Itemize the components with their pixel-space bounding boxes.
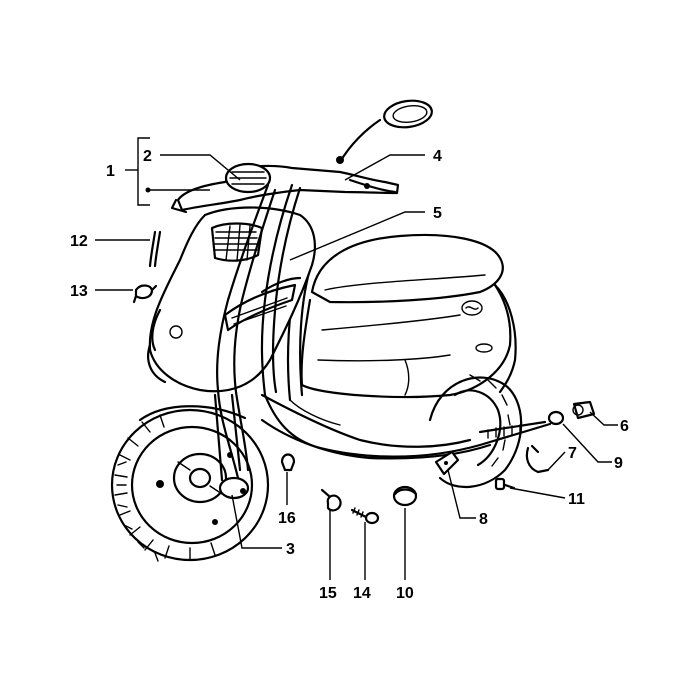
callout-4: 4 bbox=[433, 148, 442, 165]
callout-1: 1 bbox=[106, 163, 115, 180]
body-shell bbox=[260, 233, 517, 460]
scooter-illustration bbox=[110, 99, 596, 562]
front-wheel bbox=[110, 405, 270, 562]
callout-5: 5 bbox=[433, 205, 442, 222]
brake-cables bbox=[216, 183, 552, 500]
leader-lines bbox=[95, 137, 618, 580]
callout-11: 11 bbox=[568, 491, 585, 508]
callout-labels: 1 2 3 4 5 6 7 8 9 10 11 12 13 14 15 16 bbox=[70, 148, 629, 602]
callout-15: 15 bbox=[319, 585, 337, 602]
handlebar bbox=[170, 99, 433, 214]
small-parts bbox=[132, 230, 596, 525]
front-shield bbox=[147, 206, 316, 393]
callout-13: 13 bbox=[70, 283, 88, 300]
rear-wheel bbox=[428, 374, 523, 489]
callout-6: 6 bbox=[620, 418, 629, 435]
callout-9: 9 bbox=[614, 455, 623, 472]
callout-10: 10 bbox=[396, 585, 414, 602]
callout-7: 7 bbox=[568, 445, 577, 462]
callout-8: 8 bbox=[479, 511, 488, 528]
callout-14: 14 bbox=[353, 585, 371, 602]
callout-16: 16 bbox=[278, 510, 296, 527]
callout-3: 3 bbox=[286, 541, 295, 558]
callout-12: 12 bbox=[70, 233, 88, 250]
callout-2: 2 bbox=[143, 148, 152, 165]
